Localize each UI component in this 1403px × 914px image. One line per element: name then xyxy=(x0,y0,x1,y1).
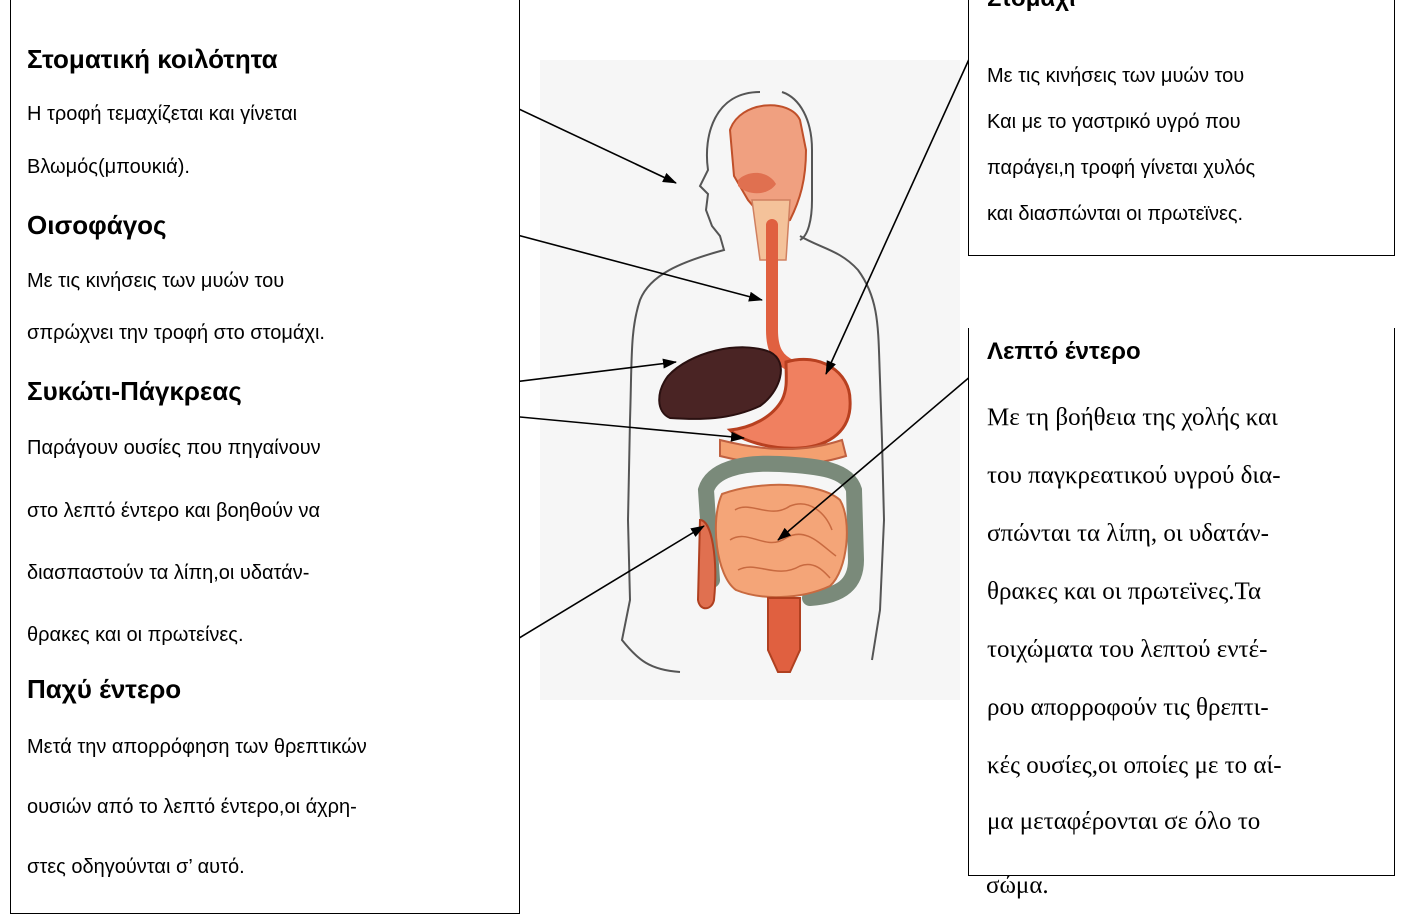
text-small-intestine-line-7: κές ουσίες,οι οποίες με το αί- xyxy=(987,752,1282,780)
stomach-info-panel: Στομάχι Με τις κινήσεις των μυών του Και… xyxy=(968,0,1395,256)
small-intestine-info-panel: Λεπτό έντερο Με τη βοήθεια της χολής και… xyxy=(968,328,1395,876)
left-info-panel: Στοματική κοιλότητα Η τροφή τεμαχίζεται … xyxy=(10,0,520,914)
text-esophagus-line-2: σπρώχνει την τροφή στο στομάχι. xyxy=(27,322,325,345)
text-large-intestine-line-2: ουσιών από το λεπτό έντερο,οι άχρη- xyxy=(27,796,357,819)
text-small-intestine-line-9: σώμα. xyxy=(986,872,1049,900)
text-large-intestine-line-1: Μετά την απορρόφηση των θρεπτικών xyxy=(27,736,367,759)
text-small-intestine-line-8: μα μεταφέρονται σε όλο το xyxy=(987,808,1260,836)
text-oral-cavity-line-2: Βλωμός(μπουκιά). xyxy=(27,156,190,179)
text-oral-cavity-line-1: Η τροφή τεμαχίζεται και γίνεται xyxy=(27,103,297,126)
heading-small-intestine: Λεπτό έντερο xyxy=(987,338,1141,366)
text-stomach-line-2: Και με το γαστρικό υγρό που xyxy=(987,111,1241,134)
text-small-intestine-line-1: Με τη βοήθεια της χολής και xyxy=(987,404,1278,432)
text-stomach-line-4: και διασπώνται οι πρωτεϊνες. xyxy=(987,203,1243,226)
text-liver-pancreas-line-4: θρακες και οι πρωτείνες. xyxy=(27,624,244,647)
text-small-intestine-line-6: ρου απορροφούν τις θρεπτι- xyxy=(987,694,1269,722)
text-liver-pancreas-line-1: Παράγουν ουσίες που πηγαίνουν xyxy=(27,437,321,460)
text-small-intestine-line-5: τοιχώματα του λεπτού εντέ- xyxy=(987,636,1267,664)
text-esophagus-line-1: Με τις κινήσεις των μυών του xyxy=(27,270,284,293)
heading-esophagus: Οισοφάγος xyxy=(27,210,167,241)
text-large-intestine-line-3: στες οδηγούνται σ’ αυτό. xyxy=(27,856,245,879)
text-small-intestine-line-4: θρακες και οι πρωτεϊνες.Τα xyxy=(987,578,1261,606)
heading-stomach: Στομάχι xyxy=(987,0,1076,13)
text-liver-pancreas-line-2: στο λεπτό έντερο και βοηθούν να xyxy=(27,500,320,523)
heading-large-intestine: Παχύ έντερο xyxy=(27,674,181,705)
text-small-intestine-line-3: σπώνται τα λίπη, οι υδατάν- xyxy=(987,520,1269,548)
text-stomach-line-1: Με τις κινήσεις των μυών του xyxy=(987,65,1244,88)
text-liver-pancreas-line-3: διασπαστούν τα λίπη,οι υδατάν- xyxy=(27,562,309,585)
heading-oral-cavity: Στοματική κοιλότητα xyxy=(27,44,278,75)
text-stomach-line-3: παράγει,η τροφή γίνεται χυλός xyxy=(987,157,1255,180)
heading-liver-pancreas: Συκώτι-Πάγκρεας xyxy=(27,376,242,407)
rectum xyxy=(768,598,800,672)
text-small-intestine-line-2: του παγκρεατικού υγρού δια- xyxy=(987,462,1281,490)
